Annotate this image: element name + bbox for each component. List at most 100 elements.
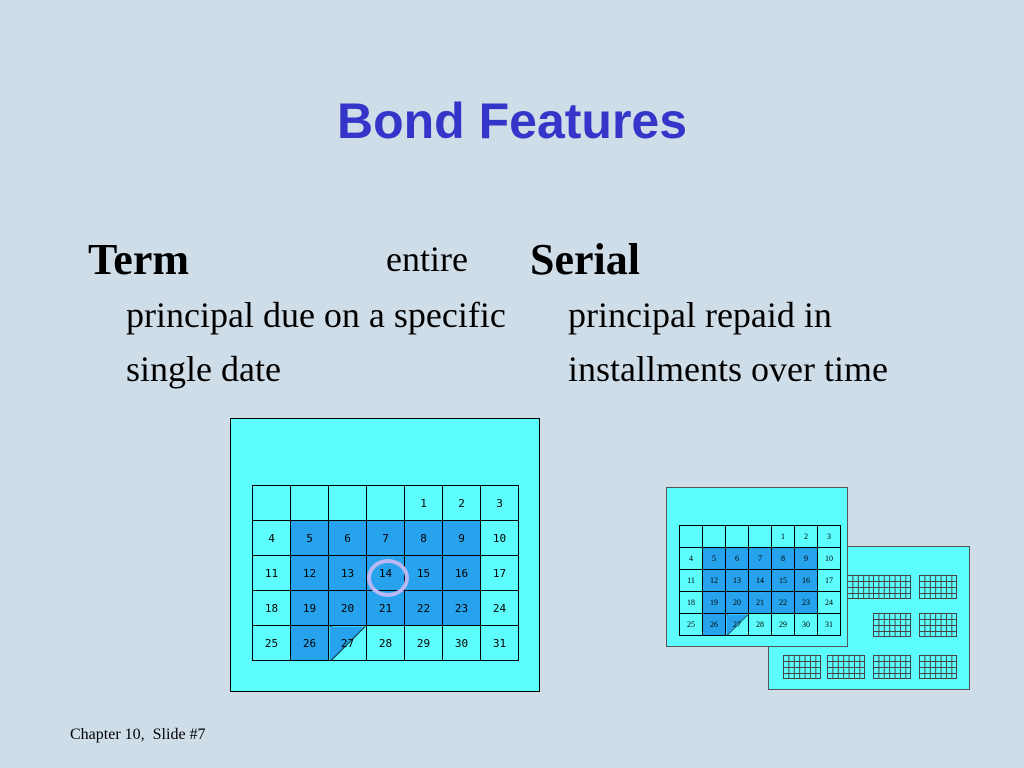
- serial-heading-line: Serial: [530, 232, 930, 288]
- term-description: principal due on a specific single date: [126, 295, 506, 389]
- calendar-day: 31: [817, 613, 841, 636]
- calendar-day: 10: [480, 520, 519, 556]
- calendar-day: 12: [290, 555, 329, 591]
- serial-front-calendar: 1 2 3 4 5 6 7 8 9 10 11 12 13 14 15 16 1…: [666, 487, 848, 647]
- mini-month-grid: [827, 655, 865, 679]
- calendar-day: 8: [404, 520, 443, 556]
- calendar-day: 15: [404, 555, 443, 591]
- serial-calendar-grid: 1 2 3 4 5 6 7 8 9 10 11 12 13 14 15 16 1…: [679, 525, 841, 636]
- calendar-day: 1: [404, 485, 443, 521]
- calendar-week: 4 5 6 7 8 9 10: [252, 520, 519, 556]
- calendar-day: [725, 525, 749, 548]
- mini-month-grid: [873, 613, 911, 637]
- term-calendar-illustration: 1 2 3 4 5 6 7 8 9 10 11 12 13 14 15 16 1…: [230, 418, 540, 692]
- calendar-day: 19: [702, 591, 726, 614]
- term-heading: Term: [88, 235, 190, 284]
- calendar-day: 16: [794, 569, 818, 592]
- calendar-week: 4 5 6 7 8 9 10: [679, 547, 841, 570]
- calendar-day: 25: [679, 613, 703, 636]
- calendar-day: 20: [725, 591, 749, 614]
- mini-month-grid: [783, 655, 821, 679]
- calendar-day: 30: [794, 613, 818, 636]
- term-section: Term entire principal due on a specific …: [88, 232, 508, 432]
- calendar-day: 30: [442, 625, 481, 661]
- calendar-day: 20: [328, 590, 367, 626]
- calendar-day: [679, 525, 703, 548]
- calendar-day: 28: [366, 625, 405, 661]
- calendar-day: 25: [252, 625, 291, 661]
- calendar-week: 11 12 13 14 15 16 17: [252, 555, 519, 591]
- calendar-day: 31: [480, 625, 519, 661]
- calendar-day: 10: [817, 547, 841, 570]
- calendar-day: 12: [702, 569, 726, 592]
- calendar-day: 22: [771, 591, 795, 614]
- calendar-day: 24: [817, 591, 841, 614]
- calendar-day: 3: [817, 525, 841, 548]
- calendar-day: 4: [679, 547, 703, 570]
- calendar-day: 26: [290, 625, 329, 661]
- calendar-week: 11 12 13 14 15 16 17: [679, 569, 841, 592]
- calendar-day: 7: [366, 520, 405, 556]
- calendar-day: 5: [702, 547, 726, 570]
- mini-month-grid: [919, 655, 957, 679]
- term-lead-word: entire: [386, 239, 468, 279]
- calendar-day: 9: [794, 547, 818, 570]
- calendar-day: [702, 525, 726, 548]
- calendar-day: 17: [480, 555, 519, 591]
- slide-title: Bond Features: [336, 93, 688, 149]
- calendar-week: 25 26 27 28 29 30 31: [679, 613, 841, 636]
- calendar-day: 9: [442, 520, 481, 556]
- calendar-day: 3: [480, 485, 519, 521]
- calendar-day: [290, 485, 329, 521]
- calendar-week: 18 19 20 21 22 23 24: [679, 591, 841, 614]
- term-heading-line: Term: [88, 232, 508, 288]
- calendar-day: 26: [702, 613, 726, 636]
- calendar-day-page-fold: 27: [328, 625, 367, 661]
- calendar-day: 29: [771, 613, 795, 636]
- calendar-day: 24: [480, 590, 519, 626]
- calendar-day: 21: [748, 591, 772, 614]
- calendar-day: 29: [404, 625, 443, 661]
- calendar-day: 18: [679, 591, 703, 614]
- calendar-day: 23: [442, 590, 481, 626]
- serial-section: Serial principal repaid in installments …: [530, 232, 930, 432]
- mini-month-grid: [919, 613, 957, 637]
- calendar-week: 18 19 20 21 22 23 24: [252, 590, 519, 626]
- calendar-day: 11: [679, 569, 703, 592]
- calendar-day: 22: [404, 590, 443, 626]
- calendar-day: 13: [328, 555, 367, 591]
- serial-description: principal repaid in installments over ti…: [568, 295, 888, 389]
- due-date-circle: [367, 559, 409, 597]
- calendar-day: [252, 485, 291, 521]
- calendar-day: 6: [328, 520, 367, 556]
- calendar-day: 2: [794, 525, 818, 548]
- calendar-week: 25 26 27 28 29 30 31: [252, 625, 519, 661]
- calendar-week: 1 2 3: [679, 525, 841, 548]
- calendar-day: 18: [252, 590, 291, 626]
- slide-footer: Chapter 10, Slide #7: [70, 726, 206, 743]
- mini-month-grid: [873, 575, 911, 599]
- calendar-day: [328, 485, 367, 521]
- calendar-day: 28: [748, 613, 772, 636]
- term-calendar-grid: 1 2 3 4 5 6 7 8 9 10 11 12 13 14 15 16 1…: [252, 485, 519, 661]
- calendar-day: 4: [252, 520, 291, 556]
- calendar-day: 1: [771, 525, 795, 548]
- calendar-day: [366, 485, 405, 521]
- calendar-day: [748, 525, 772, 548]
- calendar-day-page-fold: 27: [725, 613, 749, 636]
- mini-month-grid: [919, 575, 957, 599]
- calendar-day: 11: [252, 555, 291, 591]
- calendar-day: 23: [794, 591, 818, 614]
- calendar-day: 6: [725, 547, 749, 570]
- calendar-day: 5: [290, 520, 329, 556]
- mini-month-grid: [873, 655, 911, 679]
- calendar-day: 17: [817, 569, 841, 592]
- calendar-day: 7: [748, 547, 772, 570]
- calendar-day: 16: [442, 555, 481, 591]
- calendar-day: 15: [771, 569, 795, 592]
- calendar-week: 1 2 3: [252, 485, 519, 521]
- calendar-day: 14: [748, 569, 772, 592]
- serial-heading: Serial: [530, 235, 640, 284]
- calendar-day: 13: [725, 569, 749, 592]
- calendar-day: 8: [771, 547, 795, 570]
